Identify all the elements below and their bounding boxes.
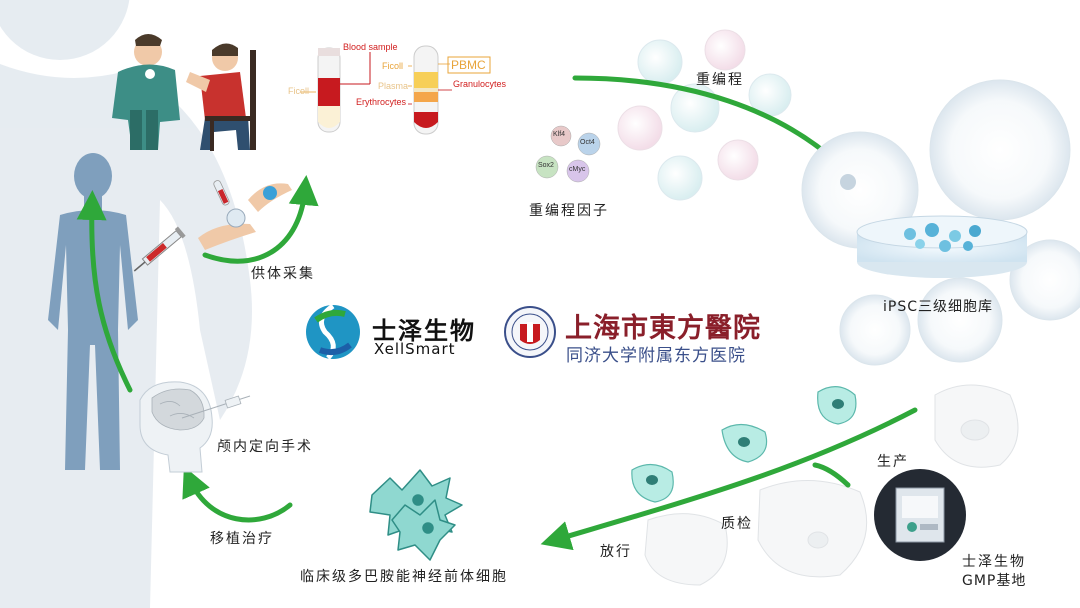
factor-klf4: Klf4 xyxy=(553,131,566,138)
hands-blood-tube xyxy=(198,180,292,250)
label-production: 生产 xyxy=(877,454,909,470)
arrow-transplant xyxy=(182,466,293,523)
label-release: 放行 xyxy=(600,544,632,560)
label-gmp-base-line1: 士泽生物 xyxy=(962,554,1026,570)
tube-label-plasma: Plasma xyxy=(378,81,409,91)
label-reprogramming: 重编程 xyxy=(696,72,744,88)
arrow-to-donor xyxy=(76,190,133,393)
label-donor-collection: 供体采集 xyxy=(251,266,315,282)
label-stereotactic-surgery: 颅内定向手术 xyxy=(217,439,313,455)
arrow-production-branch xyxy=(812,462,851,488)
factor-circles xyxy=(535,125,601,183)
brain-head-icon xyxy=(139,381,251,473)
neuron-cluster xyxy=(369,469,463,561)
factor-sox2: Sox2 xyxy=(538,162,554,169)
factor-oct4: Oct4 xyxy=(580,139,595,146)
blood-tubes xyxy=(300,45,491,135)
tube-label-ficoll-left: Ficoll xyxy=(288,86,310,96)
faint-cells xyxy=(644,384,1019,586)
tube-label-ficoll-right: Ficoll xyxy=(382,61,404,71)
arrow-reprogramming xyxy=(572,75,852,176)
blood-draw-scene xyxy=(112,34,256,151)
tube-label-granulocytes: Granulocytes xyxy=(453,79,507,89)
label-ipsc-bank: iPSC三级细胞库 xyxy=(883,299,993,315)
logo-company-cn: 士泽生物 xyxy=(372,317,476,345)
logo-company-en: XellSmart xyxy=(374,340,456,358)
label-quality-check: 质检 xyxy=(721,516,753,532)
logo-hospital-cn: 上海市東方醫院 xyxy=(565,313,761,344)
logo-hospital-sub: 同济大学附属东方医院 xyxy=(566,346,746,366)
syringe-icon xyxy=(133,226,186,272)
label-reprogramming-factors: 重编程因子 xyxy=(529,203,609,219)
tube-label-blood-sample: Blood sample xyxy=(343,42,398,52)
xellsmart-logo xyxy=(306,303,360,360)
label-gmp-base-line2: GMP基地 xyxy=(962,573,1027,589)
label-transplant: 移植治疗 xyxy=(210,531,274,547)
cell-bubbles xyxy=(617,29,792,201)
label-neural-precursor: 临床级多巴胺能神经前体细胞 xyxy=(300,569,508,585)
tube-label-pbmc: PBMC xyxy=(451,58,486,72)
arrow-to-blood-tubes xyxy=(202,175,319,264)
background-body-silhouette xyxy=(0,0,252,608)
differentiating-cells xyxy=(631,386,857,503)
factor-cmyc: cMyc xyxy=(569,166,586,173)
gmp-facility-photo xyxy=(874,469,966,561)
tube-label-erythrocytes: Erythrocytes xyxy=(356,97,407,107)
arrow-production xyxy=(540,407,918,551)
hospital-logo-emblem xyxy=(504,306,556,358)
ipsc-cells xyxy=(801,79,1080,366)
petri-dish xyxy=(856,215,1028,278)
